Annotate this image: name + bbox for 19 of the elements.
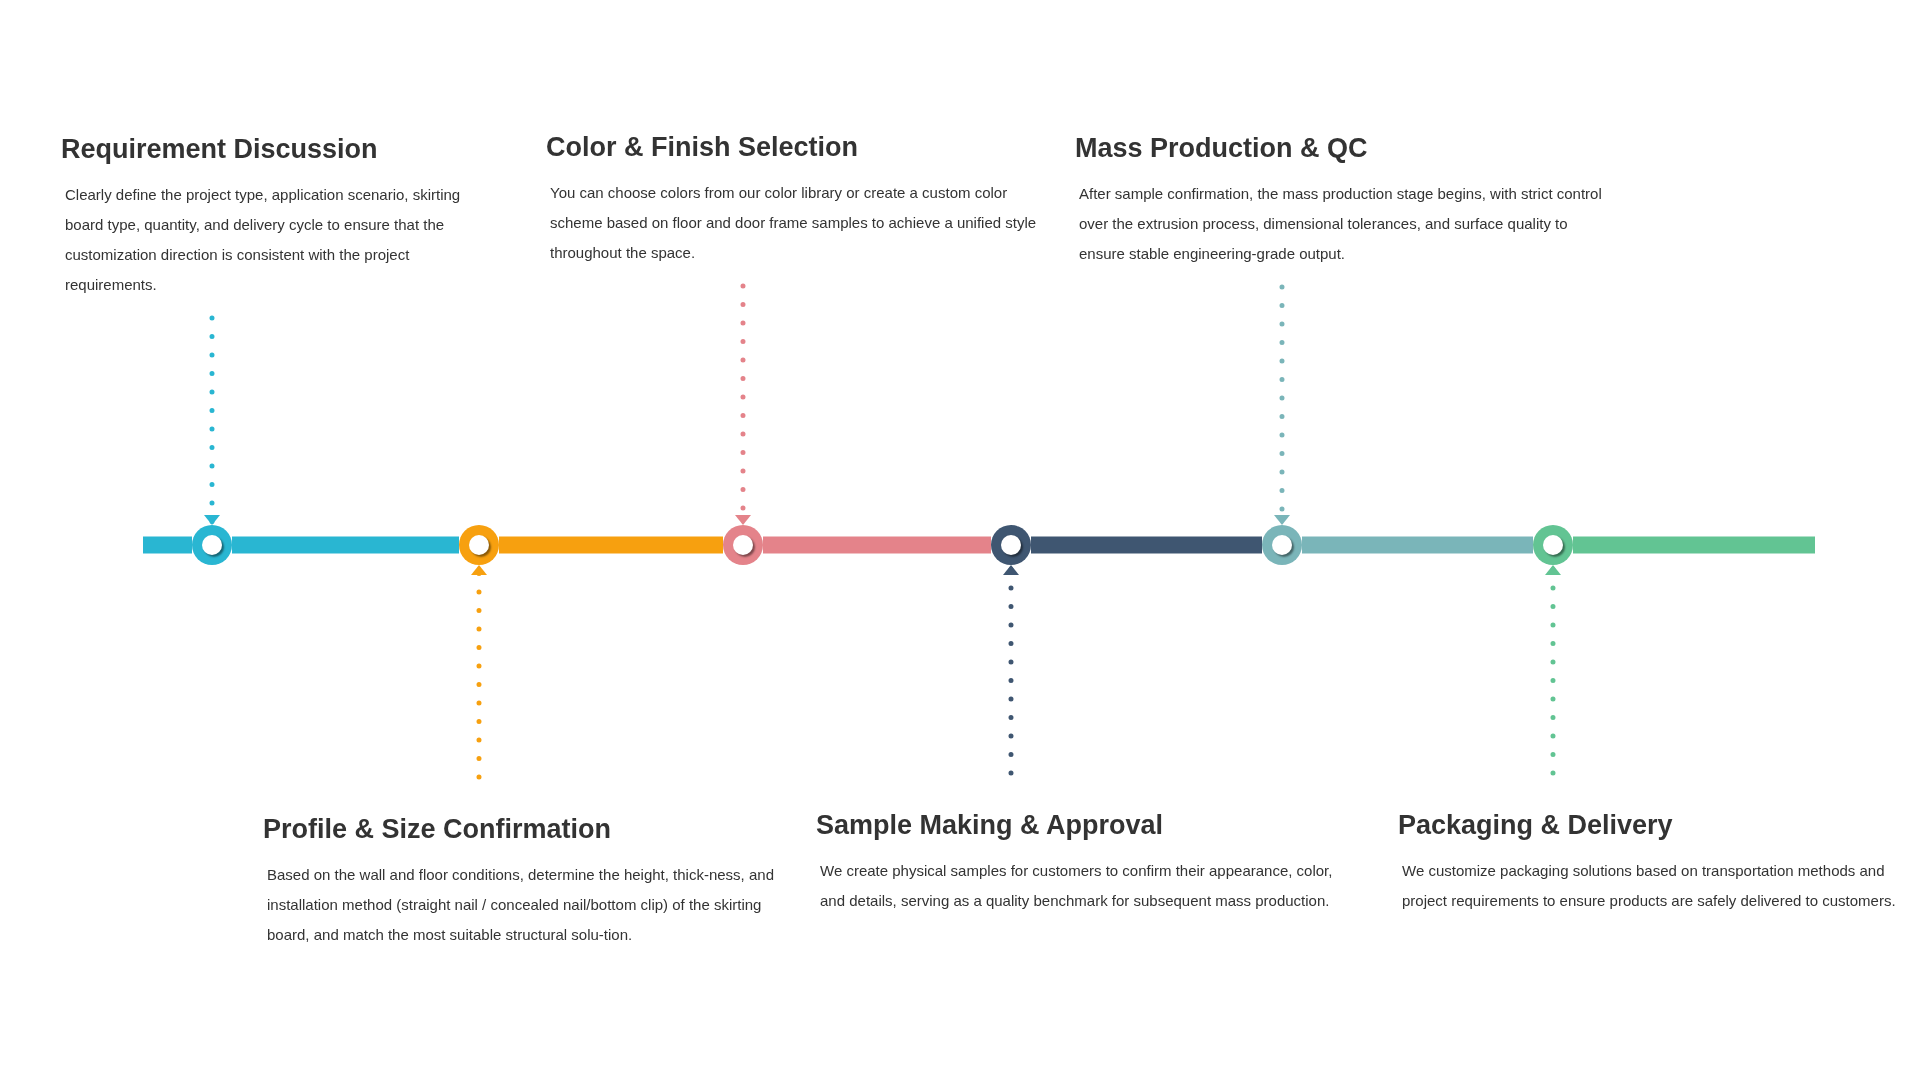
step-heading: Mass Production & QC — [1075, 132, 1369, 165]
timeline-bar-segment — [143, 536, 192, 554]
step-heading: Sample Making & Approval — [816, 809, 1165, 842]
step-heading: Requirement Discussion — [61, 133, 379, 166]
step-description: You can choose colors from our color library or create a custom color scheme based on floor and door frame samples to achieve a unified style throughout the space. — [549, 183, 1038, 263]
step-description: Based on the wall and floor conditions, determine the height, thick-ness, and installation method (straight nail / concealed nail/bottom clip) of the skirting board, and match the most suitable structural solu-tion. — [266, 865, 775, 945]
step-heading: Color & Finish Selection — [546, 131, 860, 164]
timeline-bar-segment — [499, 536, 723, 554]
timeline-bar-segment — [763, 536, 991, 554]
timeline-bar-segment — [1573, 536, 1815, 554]
step-heading: Packaging & Delivery — [1398, 809, 1674, 842]
step-description: We create physical samples for customers to confirm their appearance, color, and details, serving as a quality benchmark for subsequent mass production. — [819, 861, 1334, 911]
timeline-bar-segment — [1031, 536, 1262, 554]
step-description: After sample confirmation, the mass production stage begins, with strict control over the extrusion process, dimensional tolerances, and surface quality to ensure stable engineering-grade output. — [1078, 184, 1603, 264]
step-description: We customize packaging solutions based on transportation methods and project requirements to ensure products are safely delivered to customers. — [1401, 861, 1897, 911]
timeline-bar-segment — [232, 536, 459, 554]
step-heading: Profile & Size Confirmation — [263, 813, 613, 846]
timeline-bar-segment — [1302, 536, 1533, 554]
step-description: Clearly define the project type, application scenario, skirting board type, quantity, and delivery cycle to ensure that the customization direction is consistent with the project requirements. — [64, 185, 461, 295]
